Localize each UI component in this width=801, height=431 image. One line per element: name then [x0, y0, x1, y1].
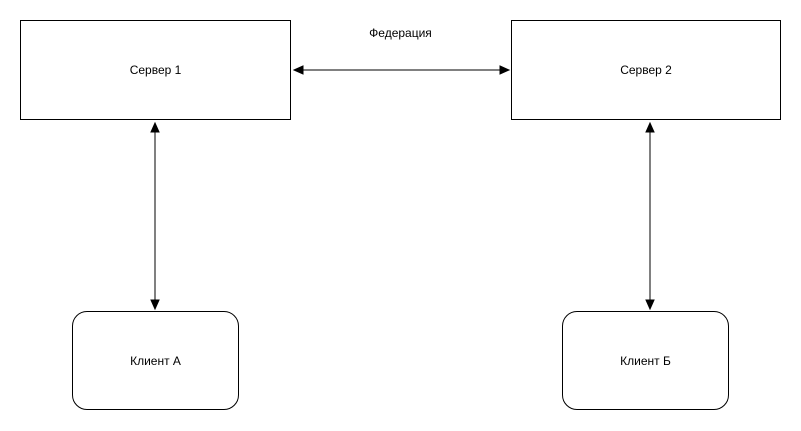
node-client-b: Клиент Б: [562, 311, 729, 410]
node-client-a: Клиент А: [72, 311, 239, 410]
node-server-1-label: Сервер 1: [129, 63, 182, 77]
node-server-1: Сервер 1: [20, 20, 291, 120]
node-client-a-label: Клиент А: [130, 353, 181, 368]
node-server-2-label: Сервер 2: [620, 63, 672, 77]
edge-federation-label: Федерация: [340, 26, 461, 41]
node-client-b-label: Клиент Б: [620, 353, 671, 368]
node-server-2: Сервер 2: [511, 20, 781, 120]
